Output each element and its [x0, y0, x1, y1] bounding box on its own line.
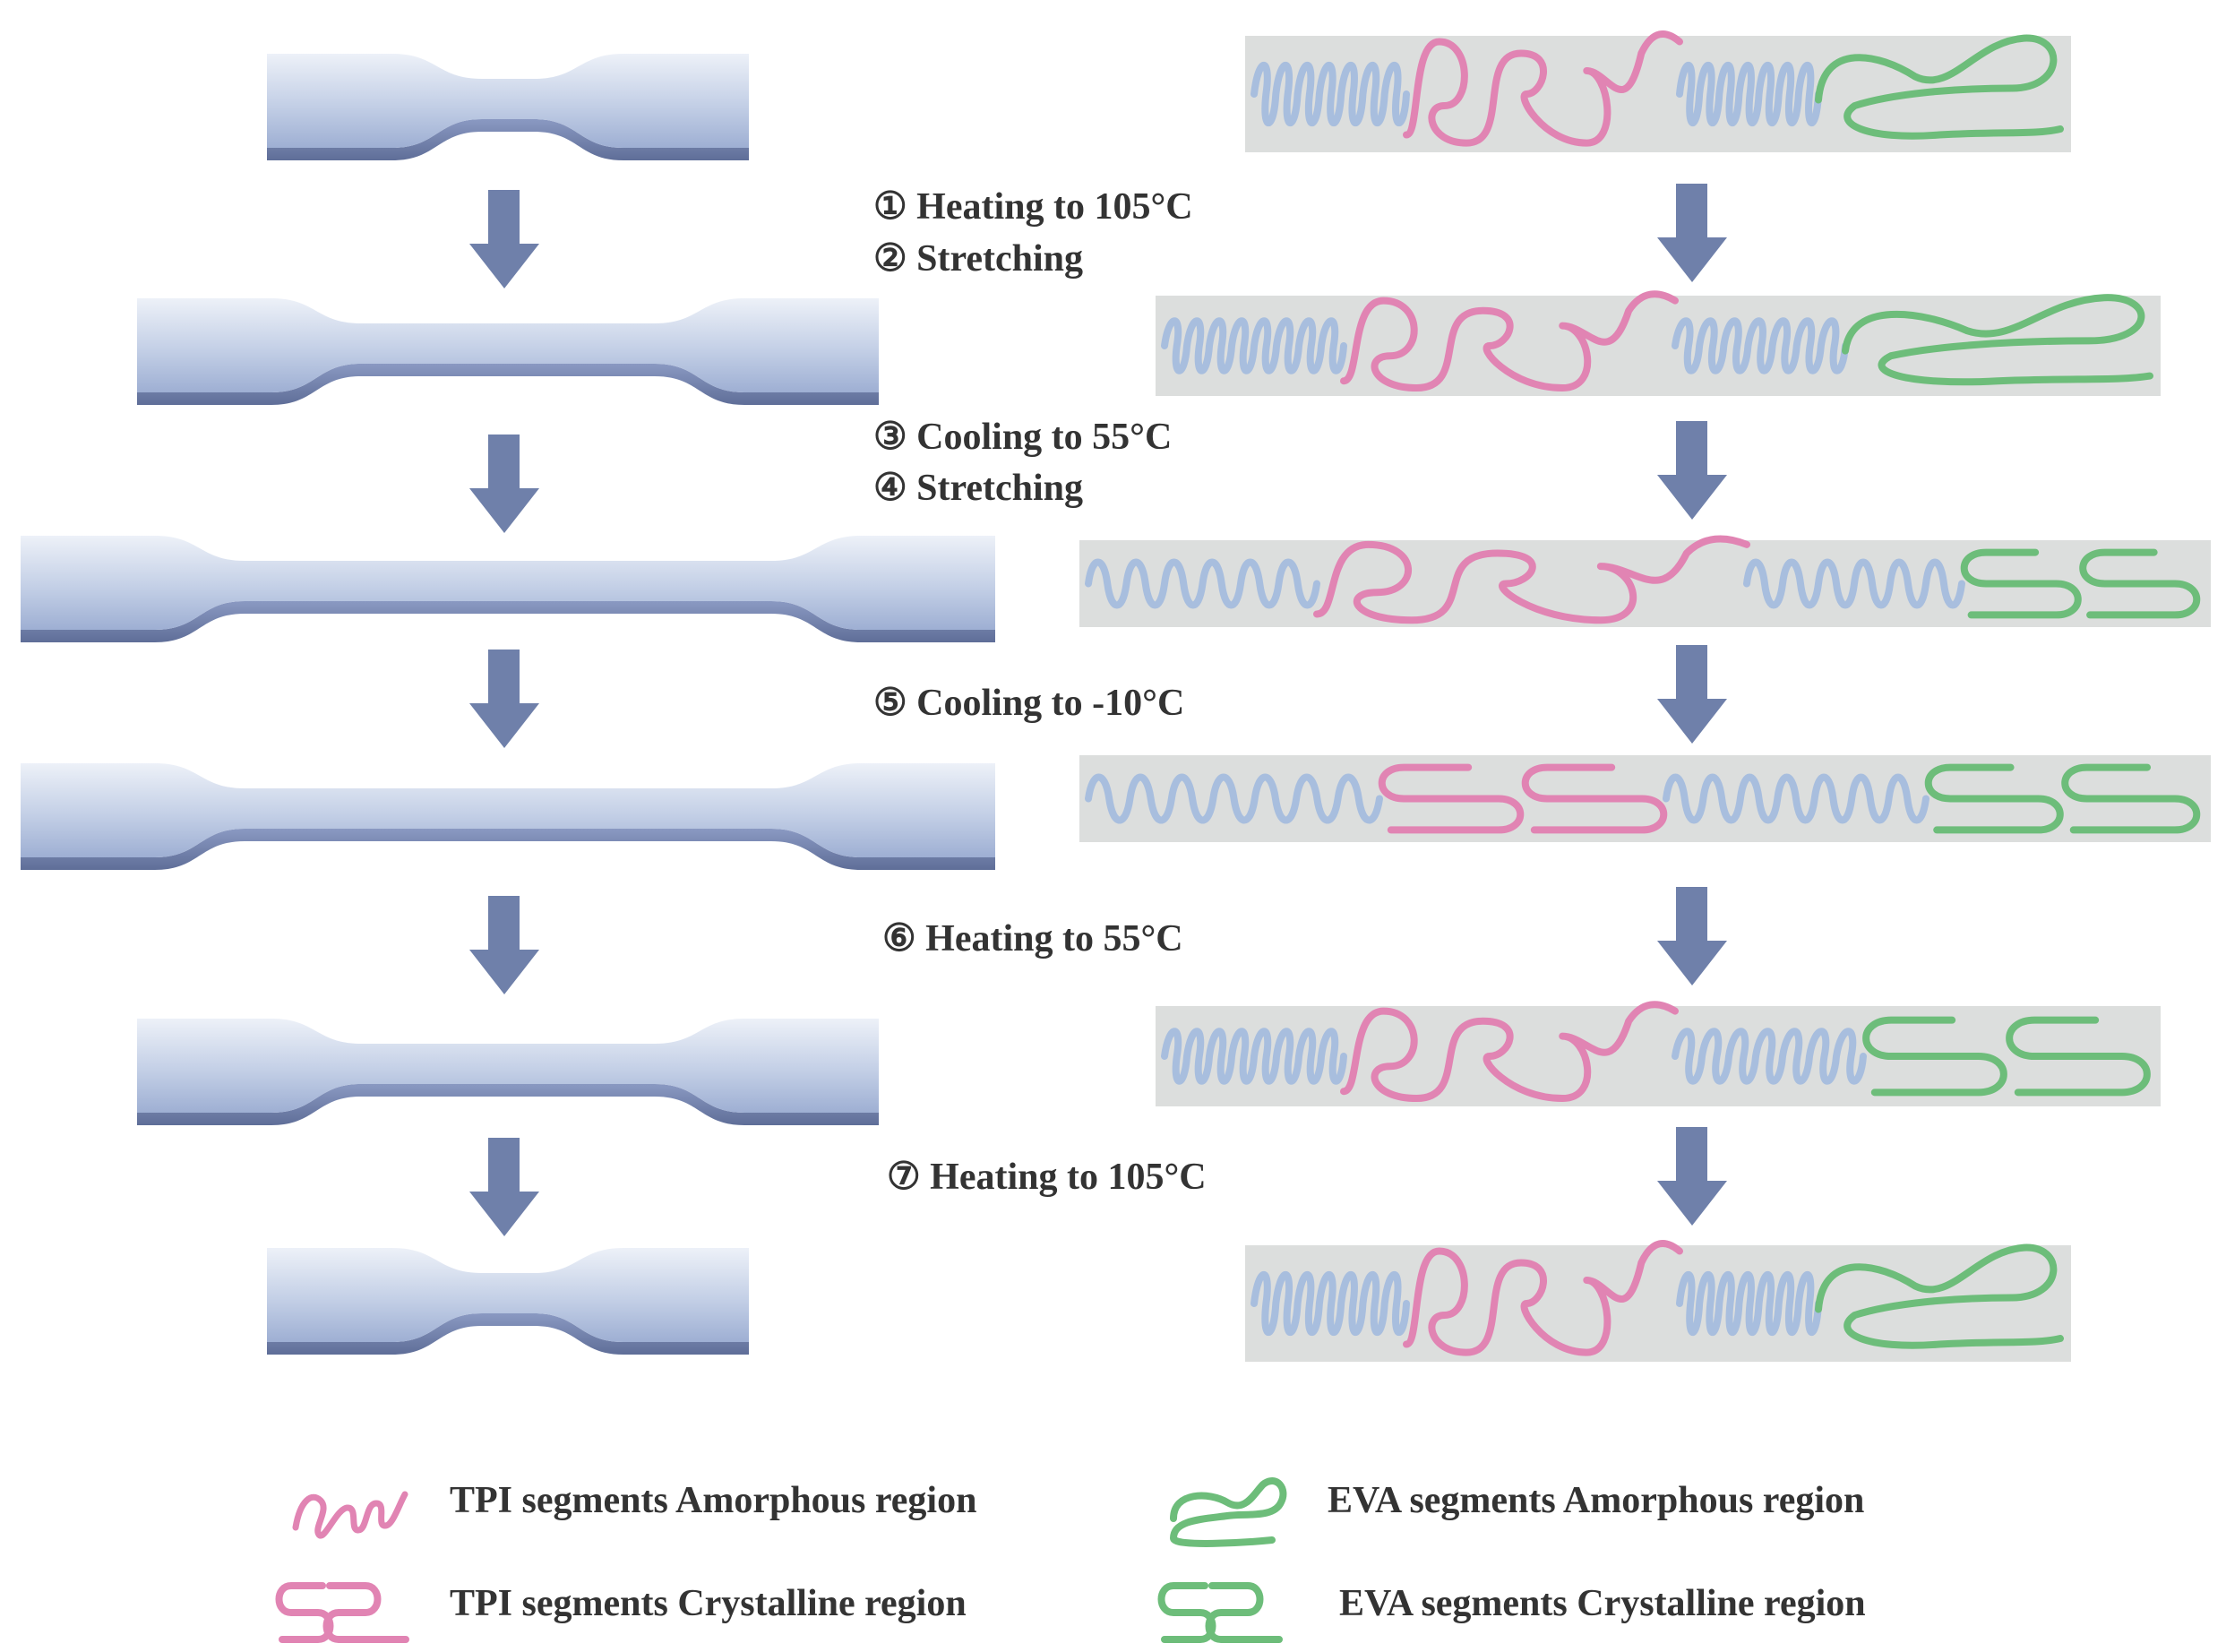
amorphous-spring-chain	[1676, 61, 1822, 127]
eva-amorphous-chain	[1815, 1243, 2064, 1349]
amorphous-stretched-chain	[1085, 773, 1383, 824]
specimen-recovered-105c	[267, 1248, 749, 1355]
down-arrow-icon	[469, 896, 539, 994]
down-arrow-icon	[1657, 184, 1727, 282]
down-arrow-icon	[1657, 645, 1727, 744]
specimen-face	[21, 536, 995, 630]
chain-arrows	[1657, 184, 1727, 1226]
chain-state-original	[1245, 30, 2071, 152]
amorphous-spring-chain	[1676, 1270, 1822, 1337]
chain-state-stretched-105c	[1156, 290, 2161, 396]
chain-state-recovered-55c	[1156, 1001, 2161, 1106]
eva-amorphous-chain	[1815, 34, 2064, 140]
chains-column	[1079, 30, 2211, 1362]
specimen-edge	[137, 364, 879, 405]
specimen-edge	[267, 1313, 749, 1355]
specimen-edge	[21, 601, 995, 642]
specimen-original	[267, 54, 749, 160]
tpi-amorphous-legend-label: TPI segments Amorphous region	[450, 1480, 976, 1521]
specimen-face	[137, 1019, 879, 1113]
amorphous-spring-chain	[1251, 62, 1410, 127]
amorphous-stretched-chain	[1085, 558, 1320, 609]
down-arrow-icon	[1657, 1127, 1727, 1226]
eva-crystalline-chain	[1924, 763, 2201, 834]
down-arrow-icon	[1657, 887, 1727, 985]
amorphous-spring-chain	[1161, 1028, 1347, 1085]
chain-state-fixed-minus10c	[1079, 755, 2211, 842]
tpi-amorphous-chain	[1403, 1240, 1683, 1356]
down-arrow-icon	[469, 650, 539, 748]
step-2-label: ② Stretching	[873, 238, 1083, 280]
specimen-face	[137, 298, 879, 392]
down-arrow-icon	[469, 190, 539, 288]
chain-box	[1156, 1006, 2161, 1106]
down-arrow-icon	[1657, 421, 1727, 520]
specimen-stretched-105c	[137, 298, 879, 405]
amorphous-spring-chain	[1251, 1271, 1410, 1337]
specimen-arrows	[469, 190, 539, 1236]
specimens-column	[21, 54, 995, 1355]
amorphous-spring-chain	[1672, 317, 1849, 374]
specimen-recovered-55c	[137, 1019, 879, 1125]
specimen-edge	[267, 119, 749, 160]
tpi-crystalline-chain	[1378, 763, 1668, 834]
chain-state-stretched-55c	[1079, 535, 2211, 627]
specimen-stretched-55c	[21, 536, 995, 642]
step-7-label: ⑦ Heating to 105°C	[887, 1157, 1207, 1198]
eva-amorphous-chain	[1842, 294, 2153, 386]
eva-crystalline-legend-icon	[1157, 1582, 1283, 1643]
specimen-face	[267, 54, 749, 148]
amorphous-stretched-chain	[1743, 558, 1965, 609]
specimen-edge	[137, 1084, 879, 1125]
legend: TPI segments Amorphous region TPI segmen…	[275, 1477, 1866, 1643]
chain-state-recovered-105c	[1245, 1240, 2071, 1362]
down-arrow-icon	[469, 1138, 539, 1236]
step-labels: ① Heating to 105°C ② Stretching ③ Coolin…	[873, 186, 1207, 1198]
amorphous-stretched-chain	[1663, 773, 1929, 824]
down-arrow-icon	[469, 435, 539, 533]
eva-crystalline-chain	[1862, 1016, 2151, 1097]
eva-crystalline-legend-label: EVA segments Crystalline region	[1339, 1583, 1866, 1624]
tpi-crystalline-legend-label: TPI segments Crystalline region	[450, 1583, 967, 1624]
tpi-amorphous-chain	[1313, 535, 1750, 624]
specimen-face	[267, 1248, 749, 1342]
eva-crystalline-chain	[1960, 548, 2201, 619]
tpi-crystalline-legend-icon	[275, 1582, 409, 1643]
specimen-face	[21, 763, 995, 857]
step-1-label: ① Heating to 105°C	[873, 186, 1193, 228]
eva-amorphous-legend-label: EVA segments Amorphous region	[1328, 1480, 1864, 1521]
amorphous-spring-chain	[1161, 317, 1347, 374]
step-5-label: ⑤ Cooling to -10°C	[873, 683, 1184, 724]
eva-amorphous-legend-icon	[1169, 1477, 1287, 1547]
tpi-amorphous-chain	[1403, 30, 1683, 147]
step-6-label: ⑥ Heating to 55°C	[882, 918, 1183, 959]
step-4-label: ④ Stretching	[873, 468, 1083, 509]
step-3-label: ③ Cooling to 55°C	[873, 417, 1172, 458]
specimen-fixed-minus10c	[21, 763, 995, 870]
tpi-amorphous-chain	[1340, 1001, 1679, 1103]
amorphous-spring-chain	[1672, 1028, 1867, 1085]
tpi-amorphous-legend-icon	[292, 1491, 408, 1539]
tpi-amorphous-chain	[1340, 290, 1679, 392]
specimen-edge	[21, 829, 995, 870]
